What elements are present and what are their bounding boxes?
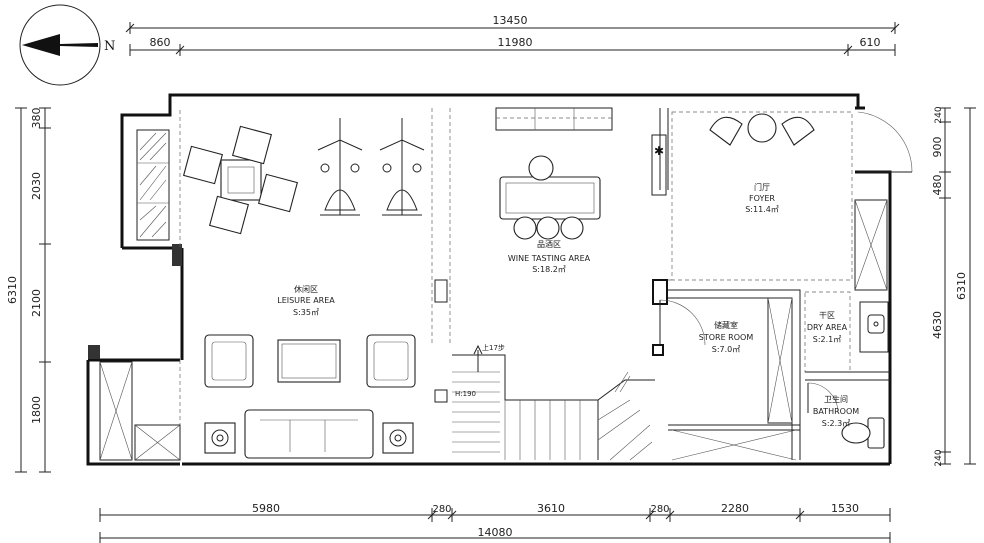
bath-area: S:2.3㎡	[822, 419, 851, 428]
room-label-store: 储藏室 STORE ROOM S:7.0㎡	[699, 320, 754, 354]
leisure-cn: 休闲区	[294, 284, 318, 294]
compass-north-label: N	[104, 39, 115, 54]
foyer-cn: 门厅	[754, 182, 770, 192]
dim-left-total: 6310	[6, 276, 19, 304]
leisure-area: S:35㎡	[293, 308, 319, 317]
column-block	[172, 244, 182, 266]
armchair-left-icon	[204, 334, 254, 388]
gym-machine-icon	[317, 118, 363, 216]
dim-right-2: 480	[931, 175, 944, 196]
staircase	[452, 344, 655, 461]
foyer-area: S:11.4㎡	[745, 205, 779, 214]
room-label-wine: 品酒区 WINE TASTING AREA S:18.2㎡	[508, 240, 591, 274]
dim-top-total: 13450	[493, 14, 528, 27]
room-label-dry: 干区 DRY AREA S:2.1㎡	[807, 311, 848, 344]
room-label-leisure: 休闲区 LEISURE AREA S:35㎡	[277, 284, 335, 317]
dry-en: DRY AREA	[807, 323, 848, 332]
compass-needle-left-icon	[22, 34, 60, 56]
dry-cn: 干区	[819, 311, 835, 320]
game-table	[220, 159, 262, 201]
left-dimensions: 6310 380 2030 2100 1800	[6, 107, 51, 473]
plant-icon: ✱	[654, 144, 664, 158]
right-dimensions: 240 900 480 4630 240 6310	[931, 106, 976, 467]
sink-icon	[867, 314, 885, 334]
coffee-table	[277, 339, 341, 383]
dim-bottom-3: 280	[650, 504, 669, 515]
bottom-dimensions: 5980 280 3610 280 2280 1530 14080	[99, 502, 891, 543]
round-table	[747, 113, 777, 143]
dim-bottom-2: 3610	[537, 502, 565, 515]
leisure-furniture	[99, 118, 425, 461]
room-label-bath: 卫生间 BATHROOM S:2.3㎡	[813, 394, 859, 428]
dim-left-0: 380	[30, 108, 43, 129]
dim-bottom-total: 14080	[478, 526, 513, 539]
wine-cn: 品酒区	[537, 240, 561, 249]
armchair-icon	[208, 195, 250, 235]
dim-left-3: 1800	[30, 396, 43, 424]
dim-left-1: 2030	[30, 172, 43, 200]
chair-icon	[781, 116, 815, 146]
dim-bottom-5: 1530	[831, 502, 859, 515]
dim-left-2: 2100	[30, 289, 43, 317]
dim-right-0: 240	[934, 106, 944, 123]
stairs-up-label: 上17步	[482, 343, 505, 352]
room-label-foyer: 门厅 FOYER S:11.4㎡	[745, 182, 779, 214]
foyer-furniture	[709, 113, 815, 146]
leisure-en: LEISURE AREA	[277, 296, 335, 305]
dim-right-3: 4630	[931, 311, 944, 339]
dim-top-0: 860	[150, 36, 171, 49]
dim-bottom-4: 2280	[721, 502, 749, 515]
tasting-table	[499, 176, 601, 220]
plant-stand	[651, 134, 667, 196]
stairs-height-label: H:190	[455, 390, 476, 398]
wine-en: WINE TASTING AREA	[508, 254, 591, 263]
store-cn: 储藏室	[714, 320, 738, 330]
wine-furniture	[499, 155, 601, 240]
top-dimensions: 13450 860 11980 610	[125, 14, 900, 56]
dim-right-1: 900	[931, 137, 944, 158]
dim-top-1: 11980	[498, 36, 533, 49]
armchair-icon	[231, 125, 273, 165]
dim-right-4: 240	[934, 449, 944, 466]
armchair-right-icon	[366, 334, 416, 388]
bath-en: BATHROOM	[813, 407, 859, 416]
dim-top-2: 610	[860, 36, 881, 49]
interior-partitions: ✱	[179, 107, 913, 461]
store-en: STORE ROOM	[699, 333, 754, 342]
toilet-icon	[841, 417, 885, 449]
bath-cn: 卫生间	[824, 394, 848, 404]
compass-circle	[19, 4, 101, 86]
chair-icon	[709, 116, 743, 146]
dim-right-total: 6310	[955, 272, 968, 300]
wine-area: S:18.2㎡	[532, 265, 566, 274]
armchair-icon	[182, 145, 224, 185]
gym-machine-icon	[379, 118, 425, 216]
sofa-icon	[244, 409, 374, 459]
column-block-lower	[88, 345, 100, 359]
foyer-en: FOYER	[749, 194, 775, 203]
compass: N	[19, 4, 115, 86]
armchair-icon	[257, 173, 299, 213]
dim-bottom-0: 5980	[252, 502, 280, 515]
dim-bottom-1: 280	[432, 504, 451, 515]
store-area: S:7.0㎡	[712, 345, 741, 354]
left-window-unit	[136, 129, 170, 241]
dry-area: S:2.1㎡	[813, 335, 842, 344]
